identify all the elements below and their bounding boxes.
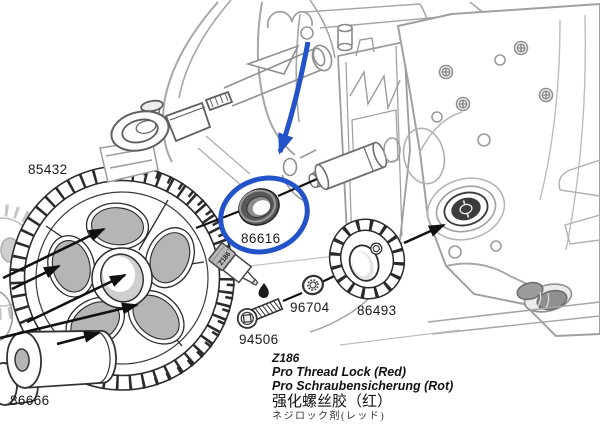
note-line-en: Pro Thread Lock (Red): [272, 365, 406, 379]
label-damper-pads: 86666: [10, 393, 50, 408]
note-code: Z186: [271, 351, 300, 365]
label-screw: 94506: [239, 332, 279, 347]
note-line-ja: ネジロック剤(レッド): [272, 409, 385, 422]
ratchet-tool: [110, 90, 234, 152]
note-line-zh: 强化螺丝胶（红）: [272, 393, 392, 410]
spline-washer-96704: [302, 274, 324, 296]
slipper-pad-pockets: [47, 202, 195, 349]
label-spline-washer: 96704: [290, 300, 330, 315]
label-pinion-gear: 86493: [357, 303, 397, 318]
gearbox-housing: [396, 2, 600, 338]
thread-lock-bottle: Z186: [208, 242, 259, 286]
pinion-gear-86493: [328, 218, 406, 300]
arrow-to-housing: [403, 223, 446, 245]
suspension-arm: [309, 241, 600, 346]
glue-drop: [258, 283, 269, 298]
assembly-arrows: [0, 227, 139, 346]
damper-pad-cylinders: [0, 329, 117, 406]
label-spur-gear: 85432: [28, 162, 68, 177]
housing-bearing-hub: [443, 191, 489, 227]
blue-highlight-circle: [218, 175, 310, 255]
screw-94506: [236, 297, 284, 329]
blue-arrow: [277, 41, 311, 155]
bearing-86616: [238, 188, 280, 226]
note-line-de: Pro Schraubensicherung (Rot): [272, 379, 453, 393]
label-bearing: 86616: [241, 231, 281, 246]
thread-lock-note: Z186 Pro Thread Lock (Red) Pro Schrauben…: [271, 351, 453, 422]
input-shaft: [308, 141, 388, 191]
screw-bosses: [438, 40, 554, 112]
